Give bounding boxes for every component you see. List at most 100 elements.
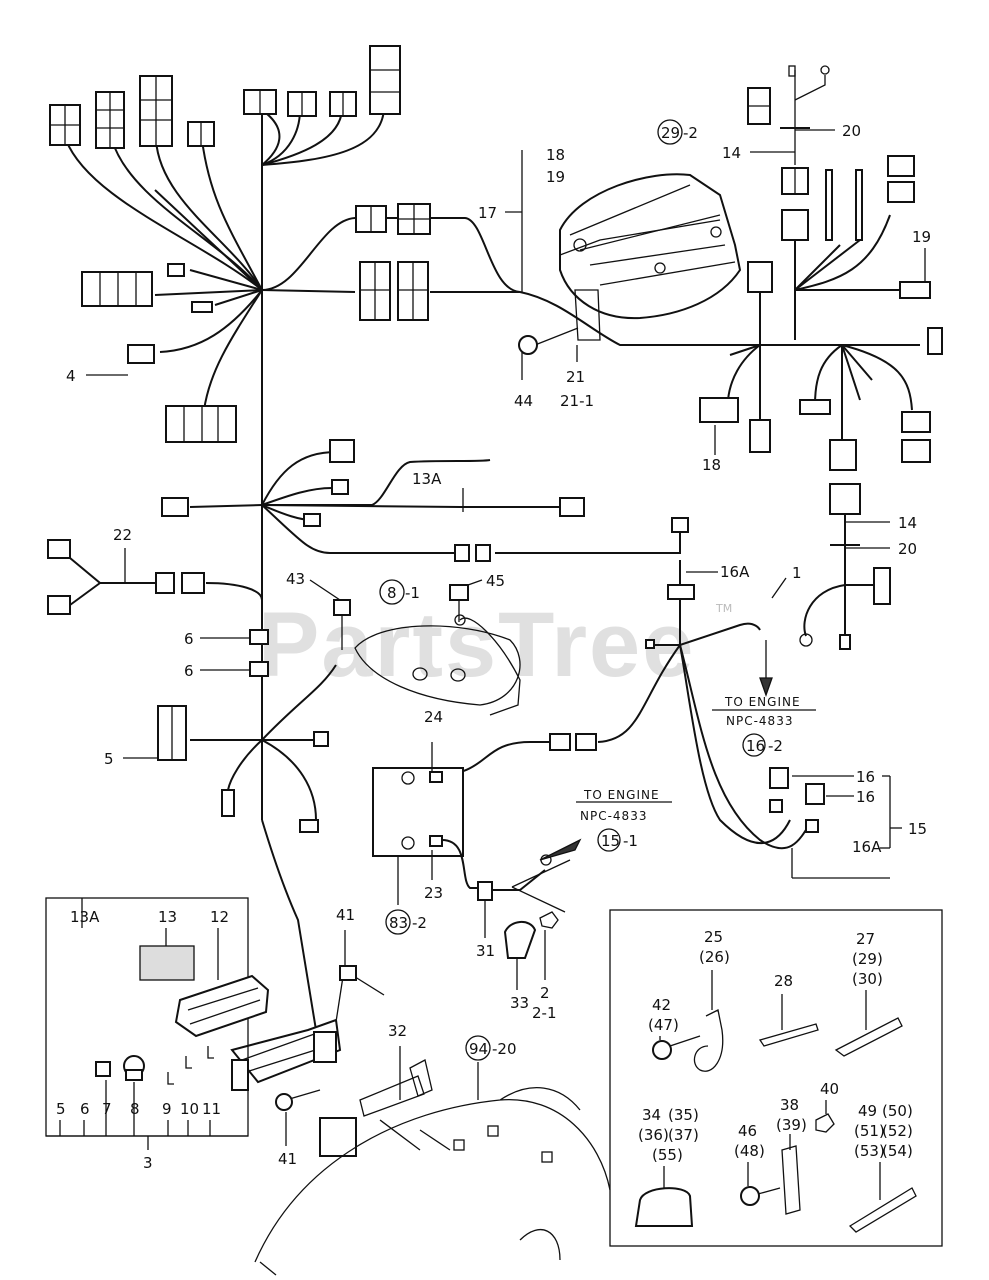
part-label: 20 xyxy=(898,540,917,558)
svg-text:(35): (35) xyxy=(668,1106,699,1124)
svg-text:(37): (37) xyxy=(668,1126,699,1144)
svg-text:(53): (53) xyxy=(854,1142,885,1160)
connector xyxy=(397,261,429,321)
connector xyxy=(359,261,391,321)
part-label: 21-1 xyxy=(560,392,594,410)
part-label: 16A xyxy=(852,838,882,856)
svg-text:(52): (52) xyxy=(882,1122,913,1140)
connector xyxy=(95,91,125,149)
part-label: 31 xyxy=(476,942,495,960)
connector xyxy=(671,517,689,533)
inset-label: 6 xyxy=(80,1100,90,1118)
bracket-and-battery xyxy=(333,584,582,959)
inset-label: 12 xyxy=(210,908,229,926)
connector xyxy=(243,89,277,115)
svg-text:(26): (26) xyxy=(699,948,730,966)
svg-text:-2: -2 xyxy=(412,914,427,932)
svg-text:(39): (39) xyxy=(776,1116,807,1134)
part-label: 18 xyxy=(546,146,565,164)
part-label: 14 xyxy=(722,144,741,162)
inset-group-label: 3 xyxy=(143,1154,153,1172)
svg-text:25: 25 xyxy=(704,928,723,946)
watermark-tm: TM xyxy=(715,602,732,615)
part-label: 15 xyxy=(908,820,927,838)
connectors xyxy=(47,45,943,833)
connector xyxy=(329,91,357,117)
connector xyxy=(155,572,205,594)
part-label: 14 xyxy=(898,514,917,532)
engine-note-ref: 15 xyxy=(601,832,620,850)
part-label: 1 xyxy=(792,564,802,582)
svg-text:49: 49 xyxy=(858,1102,877,1120)
svg-text:29: 29 xyxy=(661,124,680,142)
fuse-box-assembly xyxy=(230,965,611,1276)
svg-text:94: 94 xyxy=(469,1040,488,1058)
connector xyxy=(825,169,863,241)
svg-text:38: 38 xyxy=(780,1096,799,1114)
svg-text:(48): (48) xyxy=(734,1142,765,1160)
svg-text:83: 83 xyxy=(389,914,408,932)
part-label: 41 xyxy=(278,1150,297,1168)
connector xyxy=(355,205,387,233)
circled-reference-83: 83 -2 xyxy=(385,909,427,935)
connector xyxy=(329,439,355,463)
svg-text:(29): (29) xyxy=(852,950,883,968)
engine-note-1: TO ENGINE NPC-4833 16 -2 xyxy=(724,695,800,757)
nut-icon xyxy=(815,1113,835,1133)
watermark-text: PartsTree xyxy=(258,594,695,696)
connector xyxy=(397,203,431,235)
engine-note-code: NPC-4833 xyxy=(580,809,647,823)
left-inset-panel: 13A 13 12 5 6 7 8 9 10 11 3 xyxy=(45,897,270,1172)
engine-note-suffix: -2 xyxy=(768,737,783,755)
svg-text:8: 8 xyxy=(387,584,397,602)
svg-text:(47): (47) xyxy=(648,1016,679,1034)
part-label: 43 xyxy=(286,570,305,588)
part-label: 45 xyxy=(486,572,505,590)
svg-text:-2: -2 xyxy=(683,124,698,142)
connector xyxy=(81,271,153,307)
connector xyxy=(781,167,809,195)
part-label: 19 xyxy=(546,168,565,186)
connector xyxy=(781,209,809,241)
inset-label: 13A xyxy=(70,908,100,926)
cable-tie-icon xyxy=(834,1017,903,1057)
circled-reference-94: 94 -20 xyxy=(465,1035,517,1061)
inset-label: 8 xyxy=(130,1100,140,1118)
part-label: 16 xyxy=(856,768,875,786)
connector xyxy=(829,439,857,471)
part-label: 18 xyxy=(702,456,721,474)
part-label: 33 xyxy=(510,994,529,1012)
part-label: 17 xyxy=(478,204,497,222)
connector xyxy=(221,789,235,817)
connector xyxy=(313,731,329,747)
cable-tie-icon xyxy=(758,1023,819,1047)
connector xyxy=(559,497,585,517)
connector xyxy=(299,819,319,833)
connector xyxy=(165,405,237,443)
connector xyxy=(157,705,187,761)
connector xyxy=(873,567,891,605)
leader-lines xyxy=(86,129,926,1146)
connector xyxy=(829,483,861,515)
part-label: 41 xyxy=(336,906,355,924)
inset-label: 7 xyxy=(102,1100,112,1118)
part-label: 22 xyxy=(113,526,132,544)
svg-text:-20: -20 xyxy=(492,1040,517,1058)
engine-note-ref: 16 xyxy=(746,737,765,755)
svg-text:27: 27 xyxy=(856,930,875,948)
svg-text:46: 46 xyxy=(738,1122,757,1140)
engine-note-code: NPC-4833 xyxy=(726,714,793,728)
circled-reference-29: 29 -2 xyxy=(657,119,698,145)
inset-label: 11 xyxy=(202,1100,221,1118)
connector xyxy=(549,733,597,751)
svg-text:(51): (51) xyxy=(854,1122,885,1140)
connector xyxy=(667,584,695,600)
connector xyxy=(167,263,185,277)
connector xyxy=(127,344,155,364)
connector xyxy=(161,497,189,517)
connector xyxy=(799,399,831,415)
clamp-icon xyxy=(693,1009,724,1072)
part-label: 44 xyxy=(514,392,533,410)
right-inset-panel: 25 (26) 27 (29) (30) 42 (47) 28 34 (35) … xyxy=(609,909,943,1247)
